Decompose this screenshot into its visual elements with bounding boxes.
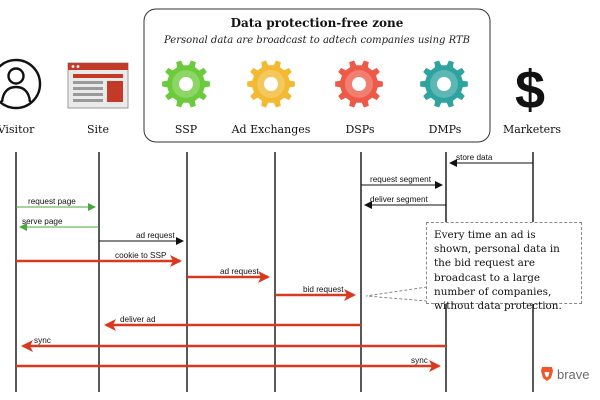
message-label: ad request <box>136 231 175 240</box>
message-label: cookie to SSP <box>115 251 167 260</box>
message-request-page: request page <box>16 197 96 211</box>
gear-icon <box>420 60 468 108</box>
message-label: store data <box>456 153 493 162</box>
gear-icon <box>162 60 210 108</box>
message-label: deliver segment <box>370 195 429 204</box>
actor-label-dsps: DSPs <box>345 123 374 136</box>
callout-note: Every time an ad is shown, personal data… <box>426 222 582 312</box>
message-label: request page <box>28 197 76 206</box>
callout-text: Every time an ad is shown, personal data… <box>434 229 562 313</box>
message-cookie-to-ssp: cookie to SSP <box>16 251 182 267</box>
message-serve-page: serve page <box>19 217 99 231</box>
zone-title: Data protection-free zone <box>231 16 404 30</box>
message-request-segment: request segment <box>361 175 443 189</box>
actor-label-dmps: DMPs <box>429 123 462 136</box>
message-label: sync <box>34 336 51 345</box>
callout-pointer <box>365 286 428 302</box>
message-sync-to-dmps: sync <box>16 356 441 372</box>
person-icon <box>0 58 42 110</box>
actor-label-ssp: SSP <box>175 123 198 136</box>
actor-label-site: Site <box>87 123 109 136</box>
actor-label-marketers: Marketers <box>503 123 561 136</box>
brave-lion-icon <box>541 367 553 381</box>
message-label: bid request <box>303 285 344 294</box>
gear-icon <box>247 60 295 108</box>
message-label: ad request <box>220 267 259 276</box>
brave-logo: brave <box>540 366 590 382</box>
message-label: request segment <box>370 175 432 184</box>
message-sync-to-visitor: sync <box>21 336 446 352</box>
message-bid-request: bid request <box>275 285 356 301</box>
message-label: deliver ad <box>120 315 156 324</box>
gear-icon <box>335 60 383 108</box>
brand-label: brave <box>557 366 590 382</box>
data-protection-free-zone <box>143 8 491 143</box>
zone-subtitle: Personal data are broadcast to adtech co… <box>163 35 470 46</box>
actor-label-visitor: Visitor <box>0 123 35 136</box>
message-ad-request-site: ad request <box>99 231 184 245</box>
actor-label-ad-exchanges: Ad Exchanges <box>231 123 311 136</box>
message-store-data: store data <box>449 153 533 167</box>
website-icon <box>67 62 129 109</box>
message-label: sync <box>411 356 428 365</box>
message-deliver-ad: deliver ad <box>104 315 361 331</box>
message-deliver-segment: deliver segment <box>364 195 446 209</box>
message-ad-request-ssp: ad request <box>187 267 270 283</box>
message-label: serve page <box>22 217 63 226</box>
dollar-icon: $ <box>515 60 545 120</box>
